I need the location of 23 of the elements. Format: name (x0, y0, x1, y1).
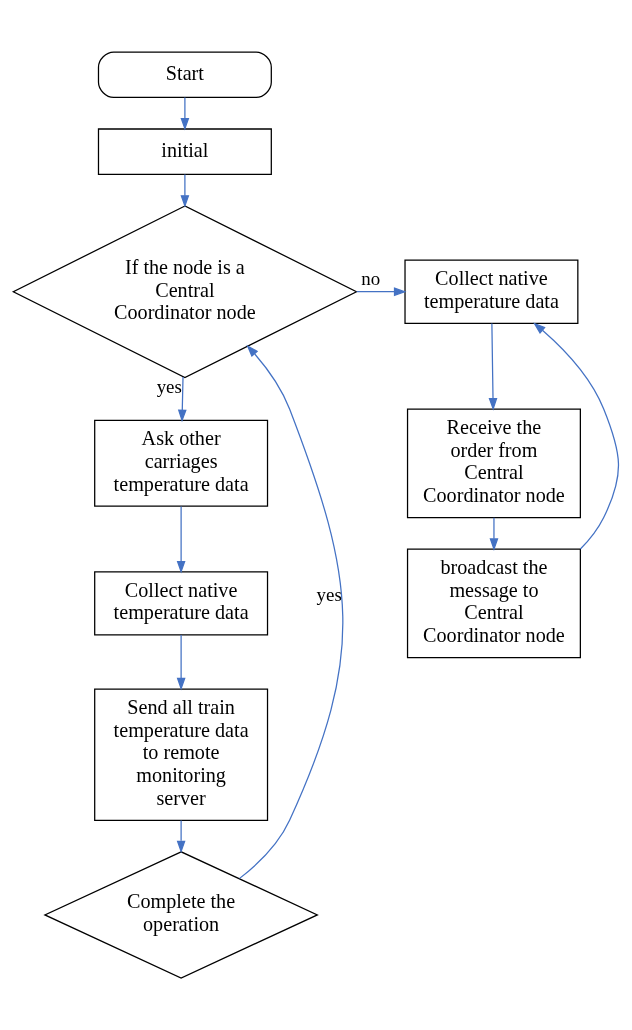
node-box: Send all train temperature data to remote monitoring server (94, 688, 269, 821)
arrow (176, 634, 186, 691)
edge-label: yes (316, 583, 342, 605)
arrow (176, 505, 186, 574)
node-box: Ask other carriages temperature data (94, 419, 269, 507)
arrow (177, 376, 187, 423)
node-box: broadcast the message to Central Coordinator node (406, 548, 581, 659)
edge-label: no (361, 268, 381, 290)
node-box: initial (97, 128, 272, 176)
node-box: Start (97, 51, 272, 99)
arrow (533, 322, 620, 550)
arrow (180, 96, 190, 131)
node-box: Collect native temperature data (404, 259, 579, 324)
node-box: Receive the order from Central Coordinator node (406, 408, 581, 519)
arrow (176, 819, 186, 854)
arrow (489, 517, 499, 551)
arrow (239, 344, 344, 879)
node-diamond: If the node is a Central Coordinator node (11, 205, 358, 379)
node-diamond: Complete the operation (43, 851, 319, 979)
node-box: Collect native temperature data (94, 571, 269, 636)
arrow (356, 287, 407, 297)
arrow (488, 322, 498, 411)
arrow (180, 173, 190, 208)
